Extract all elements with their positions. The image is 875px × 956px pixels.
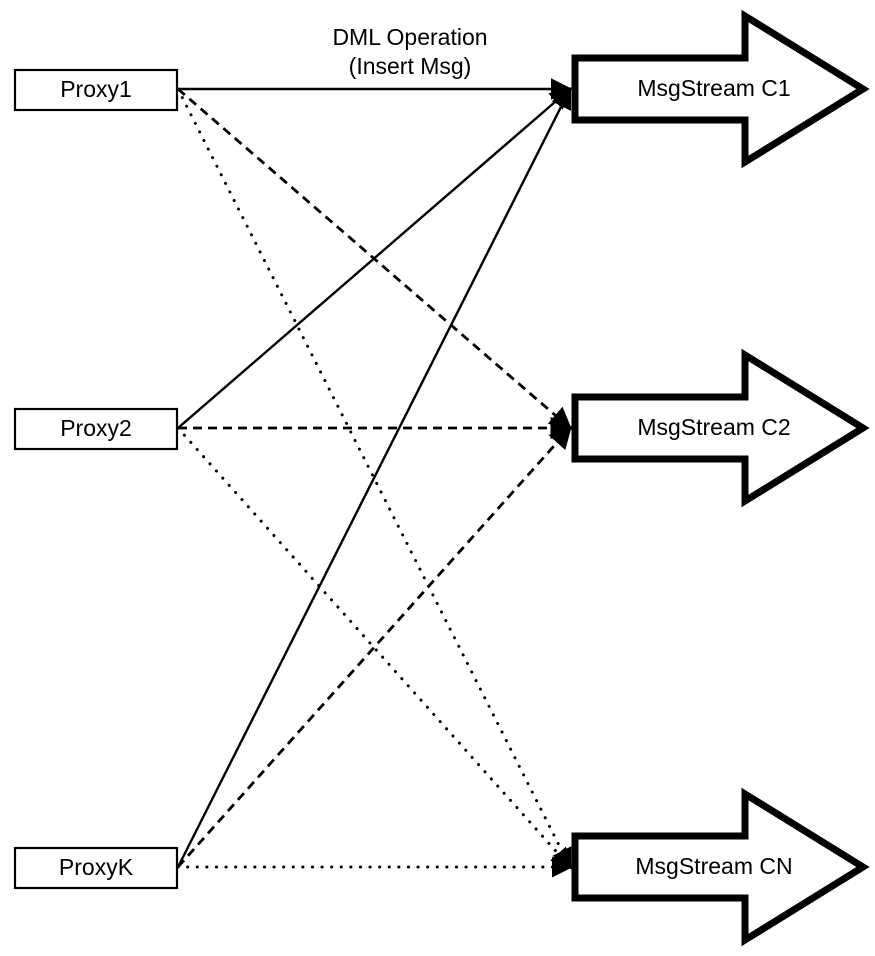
connection-pk-c1 <box>176 86 572 868</box>
proxy-label: Proxy1 <box>60 76 132 102</box>
edge-annotation-line2: (Insert Msg) <box>349 53 472 79</box>
msgstream-label: MsgStream CN <box>635 853 792 879</box>
connection-p2-c1 <box>177 87 572 429</box>
proxy-box-rect <box>13 407 179 451</box>
connections-layer <box>176 78 573 878</box>
msgstream-arrow-shape <box>571 348 870 508</box>
proxy-node-proxyk[interactable]: ProxyK <box>13 846 179 890</box>
proxy-label: ProxyK <box>59 854 134 880</box>
msgstream-block-stream_c1[interactable]: MsgStream C1 <box>571 9 870 169</box>
proxy-node-proxy2[interactable]: Proxy2 <box>13 407 179 451</box>
edge-annotation-line1: DML Operation <box>332 24 487 50</box>
connection-p1-cn <box>176 87 572 870</box>
proxy-node-proxy1[interactable]: Proxy1 <box>13 68 179 112</box>
msgstream-label: MsgStream C1 <box>637 75 790 101</box>
msgstream-label: MsgStream C2 <box>637 414 790 440</box>
edge-annotation-dml-operation: DML Operation (Insert Msg) <box>332 24 487 79</box>
msgstream-block-stream_cn[interactable]: MsgStream CN <box>571 787 870 947</box>
msgstream-arrow-shape <box>571 9 870 169</box>
connection-pk-c2 <box>176 425 572 868</box>
proxy-box-rect <box>13 846 179 890</box>
msgstream-arrow-shape <box>571 787 870 947</box>
proxy-label: Proxy2 <box>60 415 132 441</box>
connection-p2-cn <box>176 426 572 870</box>
msgstream-block-stream_c2[interactable]: MsgStream C2 <box>571 348 870 508</box>
streams-layer: MsgStream C1 MsgStream C2 MsgStream CN <box>571 9 870 947</box>
proxy-box-rect <box>13 68 179 112</box>
